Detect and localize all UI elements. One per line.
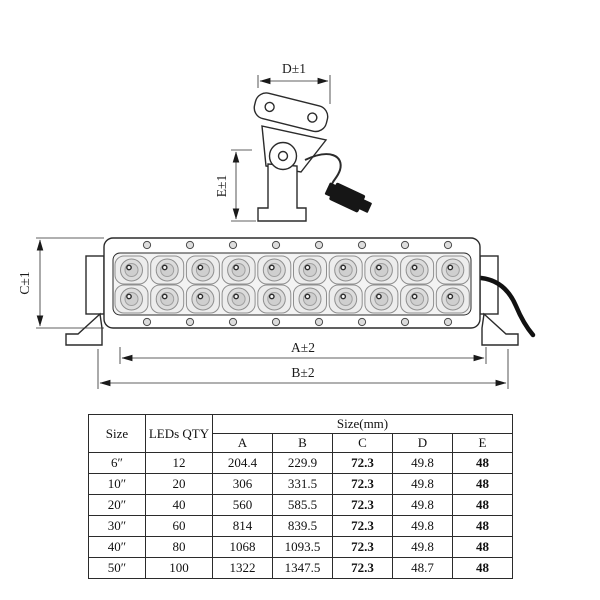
header-size: Size — [88, 414, 146, 453]
side-wire — [304, 153, 342, 189]
header-col-a: A — [212, 433, 273, 453]
dimension-b — [97, 349, 509, 389]
cell-c: 72.3 — [332, 452, 393, 474]
side-view-drawing — [253, 92, 372, 222]
cell-size: 10″ — [88, 473, 146, 495]
cell-a: 204.4 — [212, 452, 273, 474]
cell-d: 49.8 — [392, 452, 453, 474]
cell-d: 48.7 — [392, 557, 453, 579]
connector-plug — [324, 182, 372, 213]
power-wire — [478, 275, 536, 338]
dim-e-label: E±1 — [214, 175, 229, 197]
dim-d-label: D±1 — [282, 61, 306, 76]
cell-size: 30″ — [88, 515, 146, 537]
cell-c: 72.3 — [332, 557, 393, 579]
dimension-a — [119, 347, 487, 364]
cell-size: 50″ — [88, 557, 146, 579]
cell-c: 72.3 — [332, 515, 393, 537]
cell-e: 48 — [452, 557, 513, 579]
cell-b: 585.5 — [272, 494, 333, 516]
cell-qty: 100 — [145, 557, 213, 579]
cell-d: 49.8 — [392, 536, 453, 558]
header-col-d: D — [392, 433, 453, 453]
dim-a-label: A±2 — [291, 340, 315, 355]
table-row: 20″ 40 560 585.5 72.3 49.8 48 — [88, 494, 513, 516]
cell-e: 48 — [452, 494, 513, 516]
dim-b-label: B±2 — [291, 365, 314, 380]
cell-size: 20″ — [88, 494, 146, 516]
cell-size: 40″ — [88, 536, 146, 558]
right-bracket-foot — [481, 312, 519, 346]
header-col-b: B — [272, 433, 333, 453]
cell-b: 1347.5 — [272, 557, 333, 579]
front-view-drawing — [65, 237, 536, 346]
cell-c: 72.3 — [332, 473, 393, 495]
table-header-row-1: Size LEDs QTY Size(mm) — [88, 414, 513, 453]
cell-e: 48 — [452, 515, 513, 537]
cell-a: 306 — [212, 473, 273, 495]
table-row: 10″ 20 306 331.5 72.3 49.8 48 — [88, 473, 513, 495]
cell-a: 1322 — [212, 557, 273, 579]
left-bracket-foot — [65, 312, 103, 346]
technical-drawing: D±1 E±1 — [17, 61, 536, 389]
dim-c-label: C±1 — [17, 271, 32, 294]
cell-d: 49.8 — [392, 515, 453, 537]
cell-b: 1093.5 — [272, 536, 333, 558]
header-leds-qty: LEDs QTY — [145, 414, 213, 453]
left-bracket-plate — [85, 255, 105, 315]
table-row: 50″ 100 1322 1347.5 72.3 48.7 48 — [88, 557, 513, 579]
spec-table: Size LEDs QTY Size(mm) A B C D E 6″ 12 2… — [88, 414, 513, 579]
dimension-e — [231, 149, 256, 222]
table-row: 6″ 12 204.4 229.9 72.3 49.8 48 — [88, 452, 513, 474]
cell-qty: 20 — [145, 473, 213, 495]
cell-e: 48 — [452, 452, 513, 474]
cell-e: 48 — [452, 536, 513, 558]
header-size-mm: Size(mm) — [212, 414, 513, 434]
dimension-c — [36, 237, 104, 329]
cell-a: 814 — [212, 515, 273, 537]
cell-qty: 80 — [145, 536, 213, 558]
header-col-c: C — [332, 433, 393, 453]
mounting-post — [257, 163, 307, 222]
cell-size: 6″ — [88, 452, 146, 474]
dimension-d — [257, 75, 331, 104]
cell-e: 48 — [452, 473, 513, 495]
table-header-row-2: A B C D E — [89, 433, 513, 453]
cell-b: 839.5 — [272, 515, 333, 537]
header-col-e: E — [452, 433, 513, 453]
table-row: 30″ 60 814 839.5 72.3 49.8 48 — [88, 515, 513, 537]
bar-cross-section — [253, 92, 329, 133]
bottom-screws — [142, 317, 453, 327]
cell-b: 331.5 — [272, 473, 333, 495]
cell-a: 1068 — [212, 536, 273, 558]
right-bracket-plate — [479, 255, 499, 315]
cell-c: 72.3 — [332, 536, 393, 558]
cell-qty: 60 — [145, 515, 213, 537]
cell-d: 49.8 — [392, 473, 453, 495]
cell-qty: 40 — [145, 494, 213, 516]
top-screws — [142, 240, 453, 250]
cell-d: 49.8 — [392, 494, 453, 516]
cell-qty: 12 — [145, 452, 213, 474]
cell-b: 229.9 — [272, 452, 333, 474]
cell-c: 72.3 — [332, 494, 393, 516]
table-row: 40″ 80 1068 1093.5 72.3 49.8 48 — [88, 536, 513, 558]
pivot-bolt-center — [277, 150, 289, 162]
cell-a: 560 — [212, 494, 273, 516]
